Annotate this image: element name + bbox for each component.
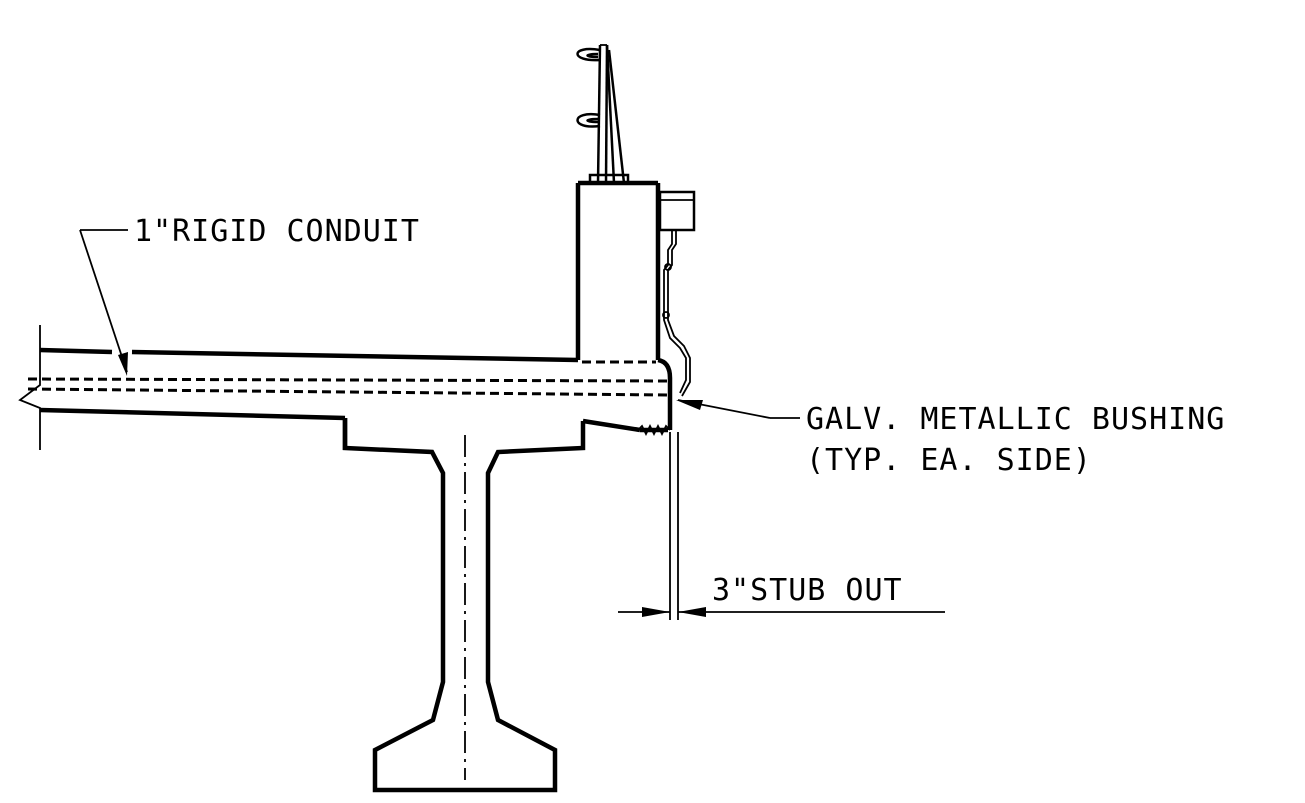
- conduit-leader: [79, 229, 128, 376]
- stub-threads: [637, 423, 671, 437]
- junction-box: [658, 190, 696, 397]
- rail-tube-top: [576, 47, 601, 62]
- rigid-conduit: [27, 377, 671, 437]
- dim-arrow-left: [642, 607, 670, 617]
- rail-post: [576, 44, 630, 185]
- stub-out-dimension: [618, 432, 945, 620]
- break-line: [18, 325, 41, 450]
- bushing-label-line2: (TYP. EA. SIDE): [806, 443, 1092, 478]
- bushing-label-line1: GALV. METALLIC BUSHING: [806, 402, 1225, 437]
- stub-out-label: 3"STUB OUT: [712, 573, 903, 608]
- dim-arrow-right: [678, 607, 706, 617]
- rail-tube-bottom: [576, 112, 601, 128]
- girder: [342, 418, 586, 793]
- bushing-leader: [676, 399, 800, 419]
- conduit-label: 1"RIGID CONDUIT: [134, 214, 420, 249]
